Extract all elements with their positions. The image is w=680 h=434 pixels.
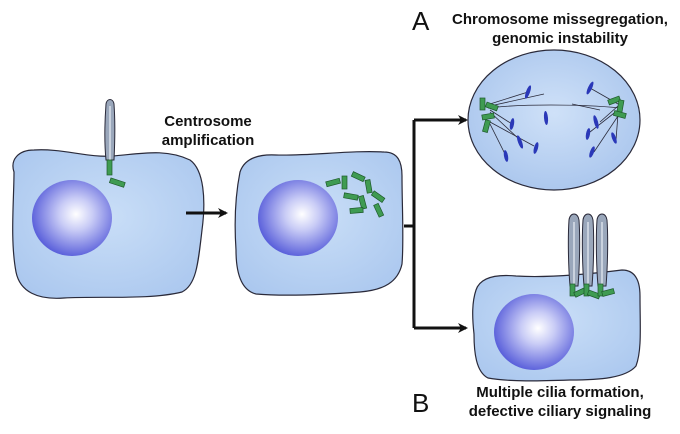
normal-cell-nucleus xyxy=(32,180,112,256)
chromosomes xyxy=(503,81,617,162)
branch-arrow xyxy=(404,115,468,333)
panel-a-title-line2: genomic instability xyxy=(492,30,629,47)
panel-a-title-line1: Chromosome missegregation, xyxy=(452,11,668,28)
normal-cell xyxy=(12,99,205,299)
amplification-label-line2: amplification xyxy=(162,132,255,149)
panel-a-letter: A xyxy=(412,6,430,36)
pole-centrosomes xyxy=(479,95,627,134)
multiple-cilia xyxy=(567,213,609,287)
amplification-label-line1: Centrosome xyxy=(164,113,252,130)
mitotic-cell xyxy=(467,49,641,191)
panel-b-title-line1: Multiple cilia formation, xyxy=(476,384,644,401)
amplified-cell-nucleus xyxy=(258,180,338,256)
multiciliated-cell-nucleus xyxy=(494,294,574,370)
panel-b-title-line2: defective ciliary signaling xyxy=(469,403,652,420)
multiciliated-cell xyxy=(472,213,641,382)
basal-centrosomes xyxy=(569,283,616,300)
spindle-fibers xyxy=(487,87,621,157)
amplified-cell xyxy=(234,151,404,296)
panel-b-letter: B xyxy=(412,388,429,418)
normal-cell-centrosome xyxy=(106,159,126,188)
mitotic-cell-body xyxy=(467,49,641,191)
amplified-centrosomes xyxy=(325,171,386,218)
